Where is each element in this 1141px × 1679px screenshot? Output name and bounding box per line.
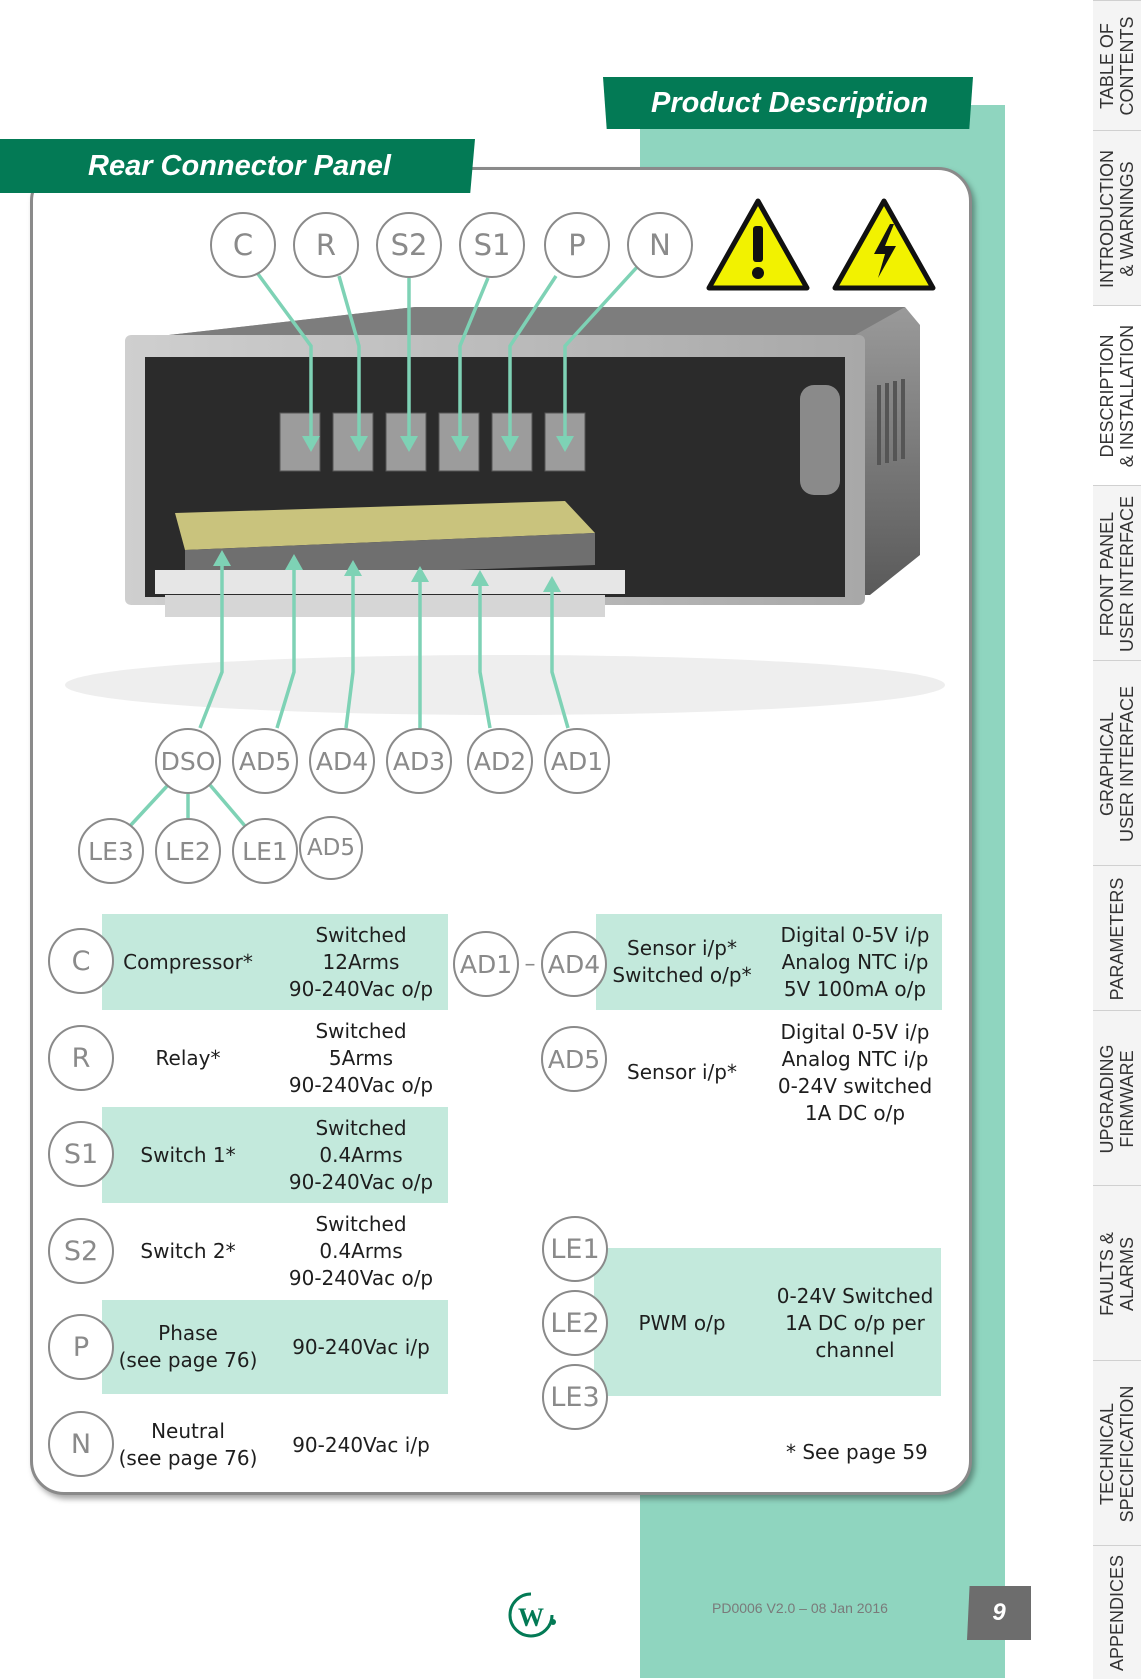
footnote: * See page 59 [786,1440,928,1464]
row-code: N [48,1411,114,1477]
terminal-label-ad5: AD5 [232,728,298,794]
side-tab-label: PARAMETERS [1107,877,1127,1000]
device-rear-illustration [65,307,945,715]
row-bg [102,1107,448,1203]
terminal-label-ad3: AD3 [386,728,452,794]
side-tab-label: INTRODUCTION& WARNINGS [1097,149,1137,288]
page-number: 9 [967,1586,1031,1640]
row-name: Compressor* [123,949,253,974]
row-spec: 90-240Vac i/p [292,1432,430,1457]
side-tab-appendices[interactable]: APPENDICES [1093,1545,1141,1679]
row-name: Neutral(see page 76) [118,1419,258,1470]
row-code-le2: LE2 [542,1290,608,1356]
row-spec: 90-240Vac i/p [292,1334,430,1359]
terminal-label-s1: S1 [459,212,525,278]
section-title: Product Description [603,77,973,129]
row-bg [596,914,942,1010]
terminal-label-ad5-secondary: AD5 [299,816,363,880]
row-name: Relay* [155,1046,221,1070]
terminal-label-p: P [544,212,610,278]
row-code-ad4: AD4 [541,931,607,997]
terminal-label-s2: S2 [376,212,442,278]
row-bg [594,1248,941,1396]
row-name: Switch 2* [140,1239,236,1263]
document-code: PD0006 V2.0 – 08 Jan 2016 [712,1600,888,1616]
row-code: S2 [48,1218,114,1284]
terminal-label-le3: LE3 [78,818,144,884]
side-tab-faults-alarms[interactable]: FAULTS &ALARMS [1093,1185,1141,1361]
row-code: C [48,928,114,994]
side-tab-introduction[interactable]: INTRODUCTION& WARNINGS [1093,130,1141,306]
terminal-label-r: R [293,212,359,278]
row-code: S1 [48,1121,114,1187]
terminal-label-le1: LE1 [232,818,298,884]
side-tab-description[interactable]: DESCRIPTION& INSTALLATION [1093,305,1141,486]
warning-icon [706,198,810,291]
row-name: Switch 1* [140,1142,236,1167]
terminal-label-dso: DSO [155,728,221,794]
panel-title: Rear Connector Panel [0,139,475,193]
svg-text:W: W [518,1603,544,1632]
row-name: Sensor i/p* [627,1059,737,1084]
terminal-label-ad4: AD4 [309,728,375,794]
row-code-le3: LE3 [542,1364,608,1430]
terminal-label-le2: LE2 [155,818,221,884]
row-code-le1: LE1 [542,1216,608,1282]
row-bg [102,1300,448,1394]
company-logo-icon: W [508,1592,556,1638]
row-name: PWM o/p [638,1310,726,1335]
terminal-label-n: N [627,212,693,278]
side-tab-label: DESCRIPTION& INSTALLATION [1097,324,1137,468]
electrical-hazard-icon [832,198,936,291]
row-name: Sensor i/p*Switched o/p* [612,936,752,987]
row-name: Phase(see page 76) [118,1321,258,1372]
side-tab-label: FAULTS &ALARMS [1097,1231,1137,1316]
side-tab-parameters[interactable]: PARAMETERS [1093,865,1141,1011]
row-code-ad5: AD5 [541,1026,607,1092]
terminal-label-ad2: AD2 [467,728,533,794]
row-code: R [48,1025,114,1091]
row-code: P [48,1314,114,1380]
row-bg [102,914,448,1010]
range-dash: – [524,951,536,977]
terminal-label-c: C [210,212,276,278]
row-code-ad1: AD1 [453,931,519,997]
side-tab-label: APPENDICES [1107,1554,1127,1671]
terminal-label-ad1: AD1 [544,728,610,794]
